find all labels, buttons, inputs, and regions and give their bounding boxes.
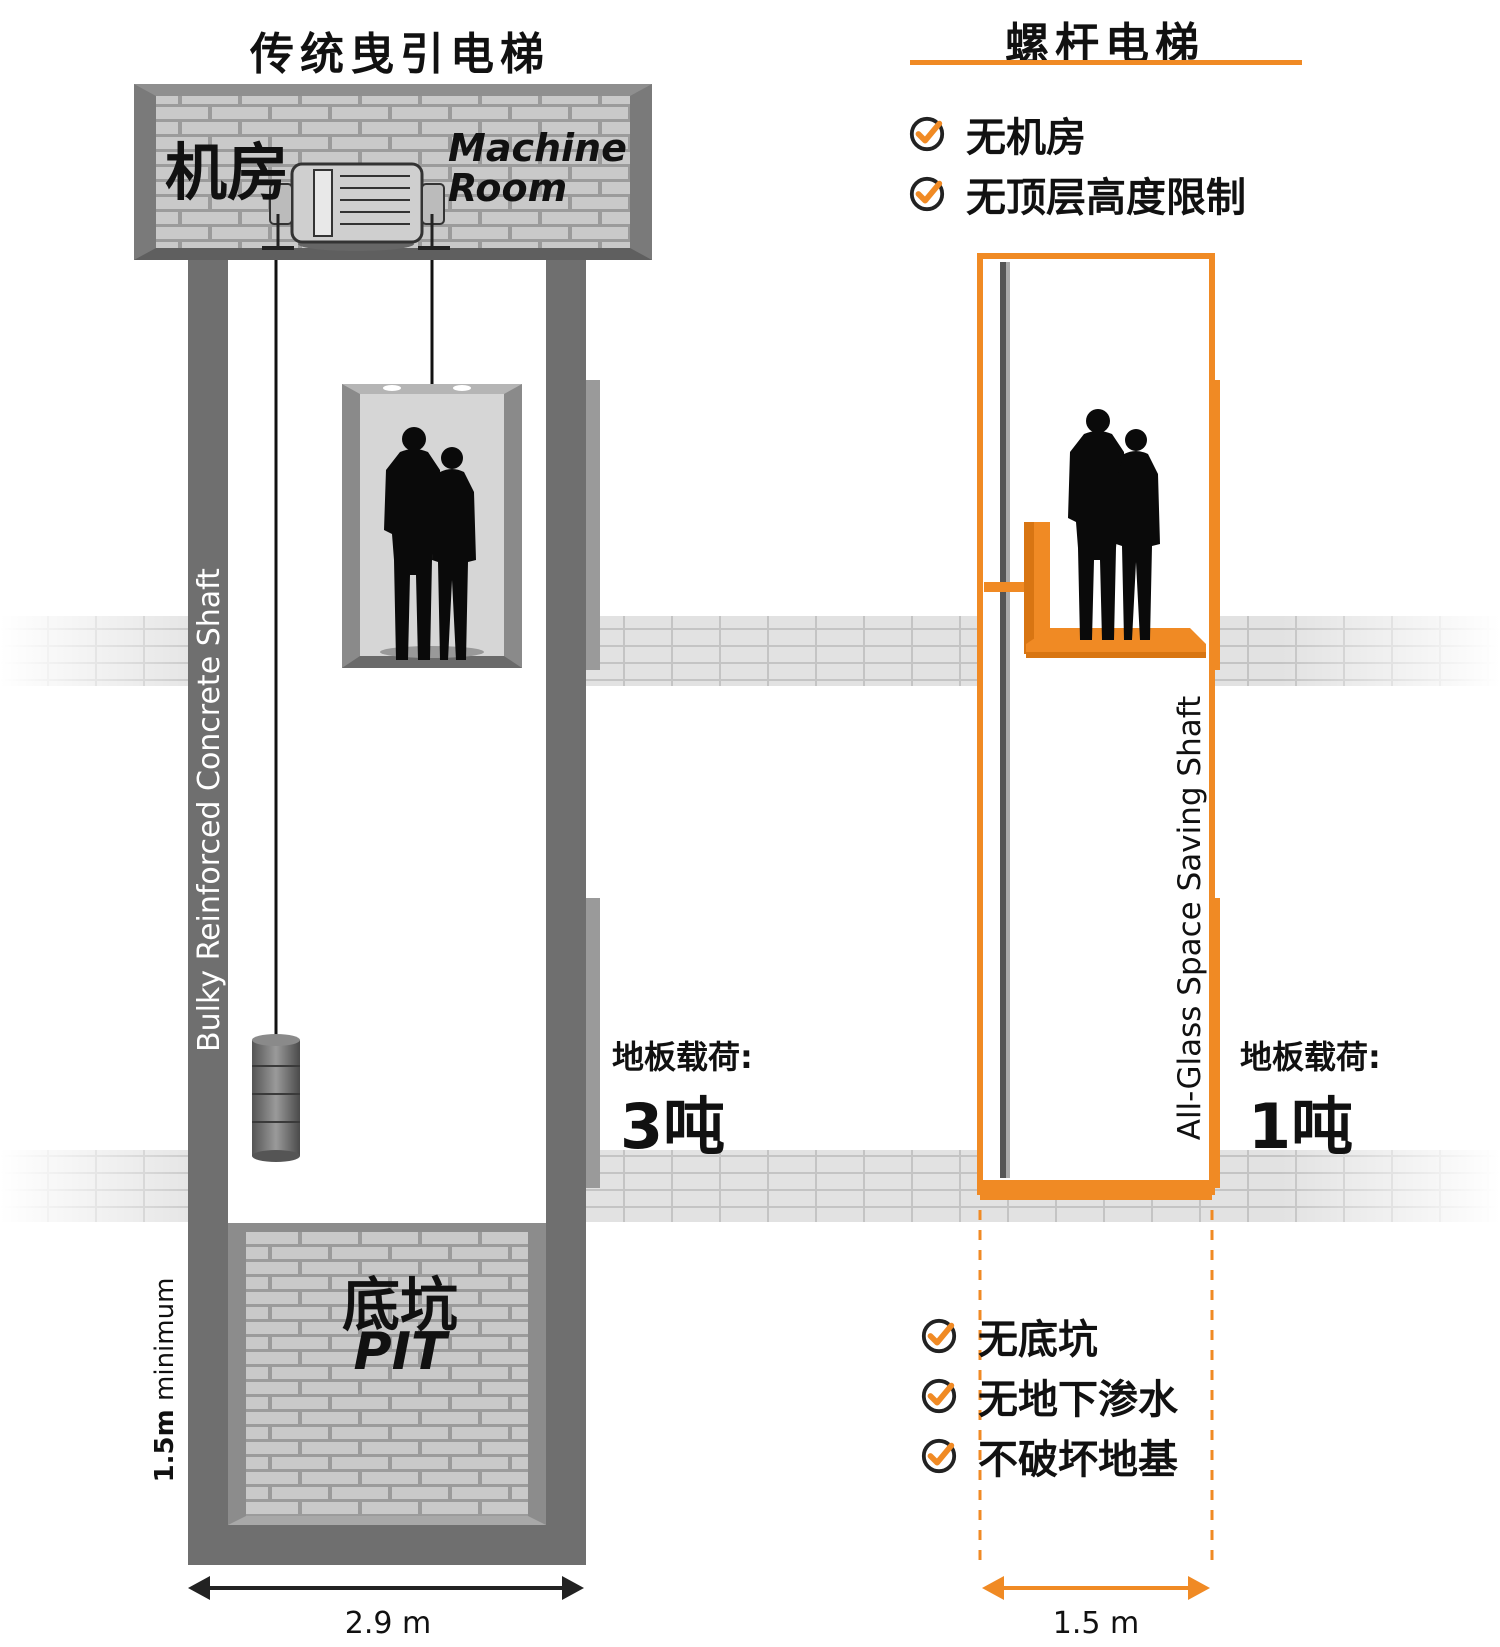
pit-depth-label: 1.5m minimum <box>148 1270 182 1490</box>
pit-label-en: PIT <box>353 1322 447 1382</box>
right-floor-load-label: 地板载荷: <box>1240 1038 1381 1076</box>
feature-text: 不破坏地基 <box>978 1437 1178 1483</box>
counterweight-icon <box>252 1034 300 1162</box>
check-icon <box>909 176 945 212</box>
pit-depth-value: 1.5m <box>150 1409 180 1483</box>
bottom-feature-list: 无底坑 无地下渗水 不破坏地基 <box>920 1306 1178 1486</box>
traction-motor-icon <box>262 162 450 251</box>
glass-shaft-label: All-Glass Space Saving Shaft <box>1172 695 1208 1141</box>
machine-room-line1: Machine <box>448 126 627 170</box>
feature-item: 不破坏地基 <box>920 1426 1178 1486</box>
feature-item: 无顶层高度限制 <box>908 164 1246 224</box>
pit <box>228 1223 546 1525</box>
machine-room-label-en: Machine Room <box>448 128 627 208</box>
feature-item: 无地下渗水 <box>920 1366 1178 1426</box>
pit-label-zh: 底坑 <box>341 1271 458 1339</box>
concrete-shaft-label: Bulky Reinforced Concrete Shaft <box>192 568 227 1052</box>
check-icon <box>921 1438 957 1474</box>
feature-text: 无顶层高度限制 <box>966 175 1246 221</box>
screw-platform <box>984 522 1206 658</box>
machine-room-line2: Room <box>448 166 568 210</box>
top-feature-list: 无机房 无顶层高度限制 <box>908 104 1246 224</box>
width-arrow-right <box>982 1576 1210 1600</box>
traditional-elevator-title: 传统曳引电梯 <box>250 29 550 80</box>
feature-item: 无底坑 <box>920 1306 1178 1366</box>
check-icon <box>909 116 945 152</box>
feature-item: 无机房 <box>908 104 1246 164</box>
feature-text: 无底坑 <box>978 1317 1098 1363</box>
left-floor-load-label: 地板载荷: <box>612 1038 753 1076</box>
title-underline <box>910 60 1302 65</box>
feature-text: 无机房 <box>966 115 1086 161</box>
right-floor-load-value: 1吨 <box>1248 1090 1354 1163</box>
passengers-icon <box>1068 409 1160 640</box>
right-width-label: 1.5 m <box>1052 1606 1140 1641</box>
check-icon <box>921 1318 957 1354</box>
pit-depth-suffix: minimum <box>150 1277 180 1401</box>
machine-room-label-zh: 机房 <box>165 136 290 209</box>
left-width-label: 2.9 m <box>344 1606 432 1641</box>
feature-text: 无地下渗水 <box>978 1377 1178 1423</box>
check-icon <box>921 1378 957 1414</box>
width-arrow-left <box>188 1576 584 1600</box>
left-floor-load-value: 3吨 <box>620 1090 726 1163</box>
passengers-icon <box>384 427 476 660</box>
